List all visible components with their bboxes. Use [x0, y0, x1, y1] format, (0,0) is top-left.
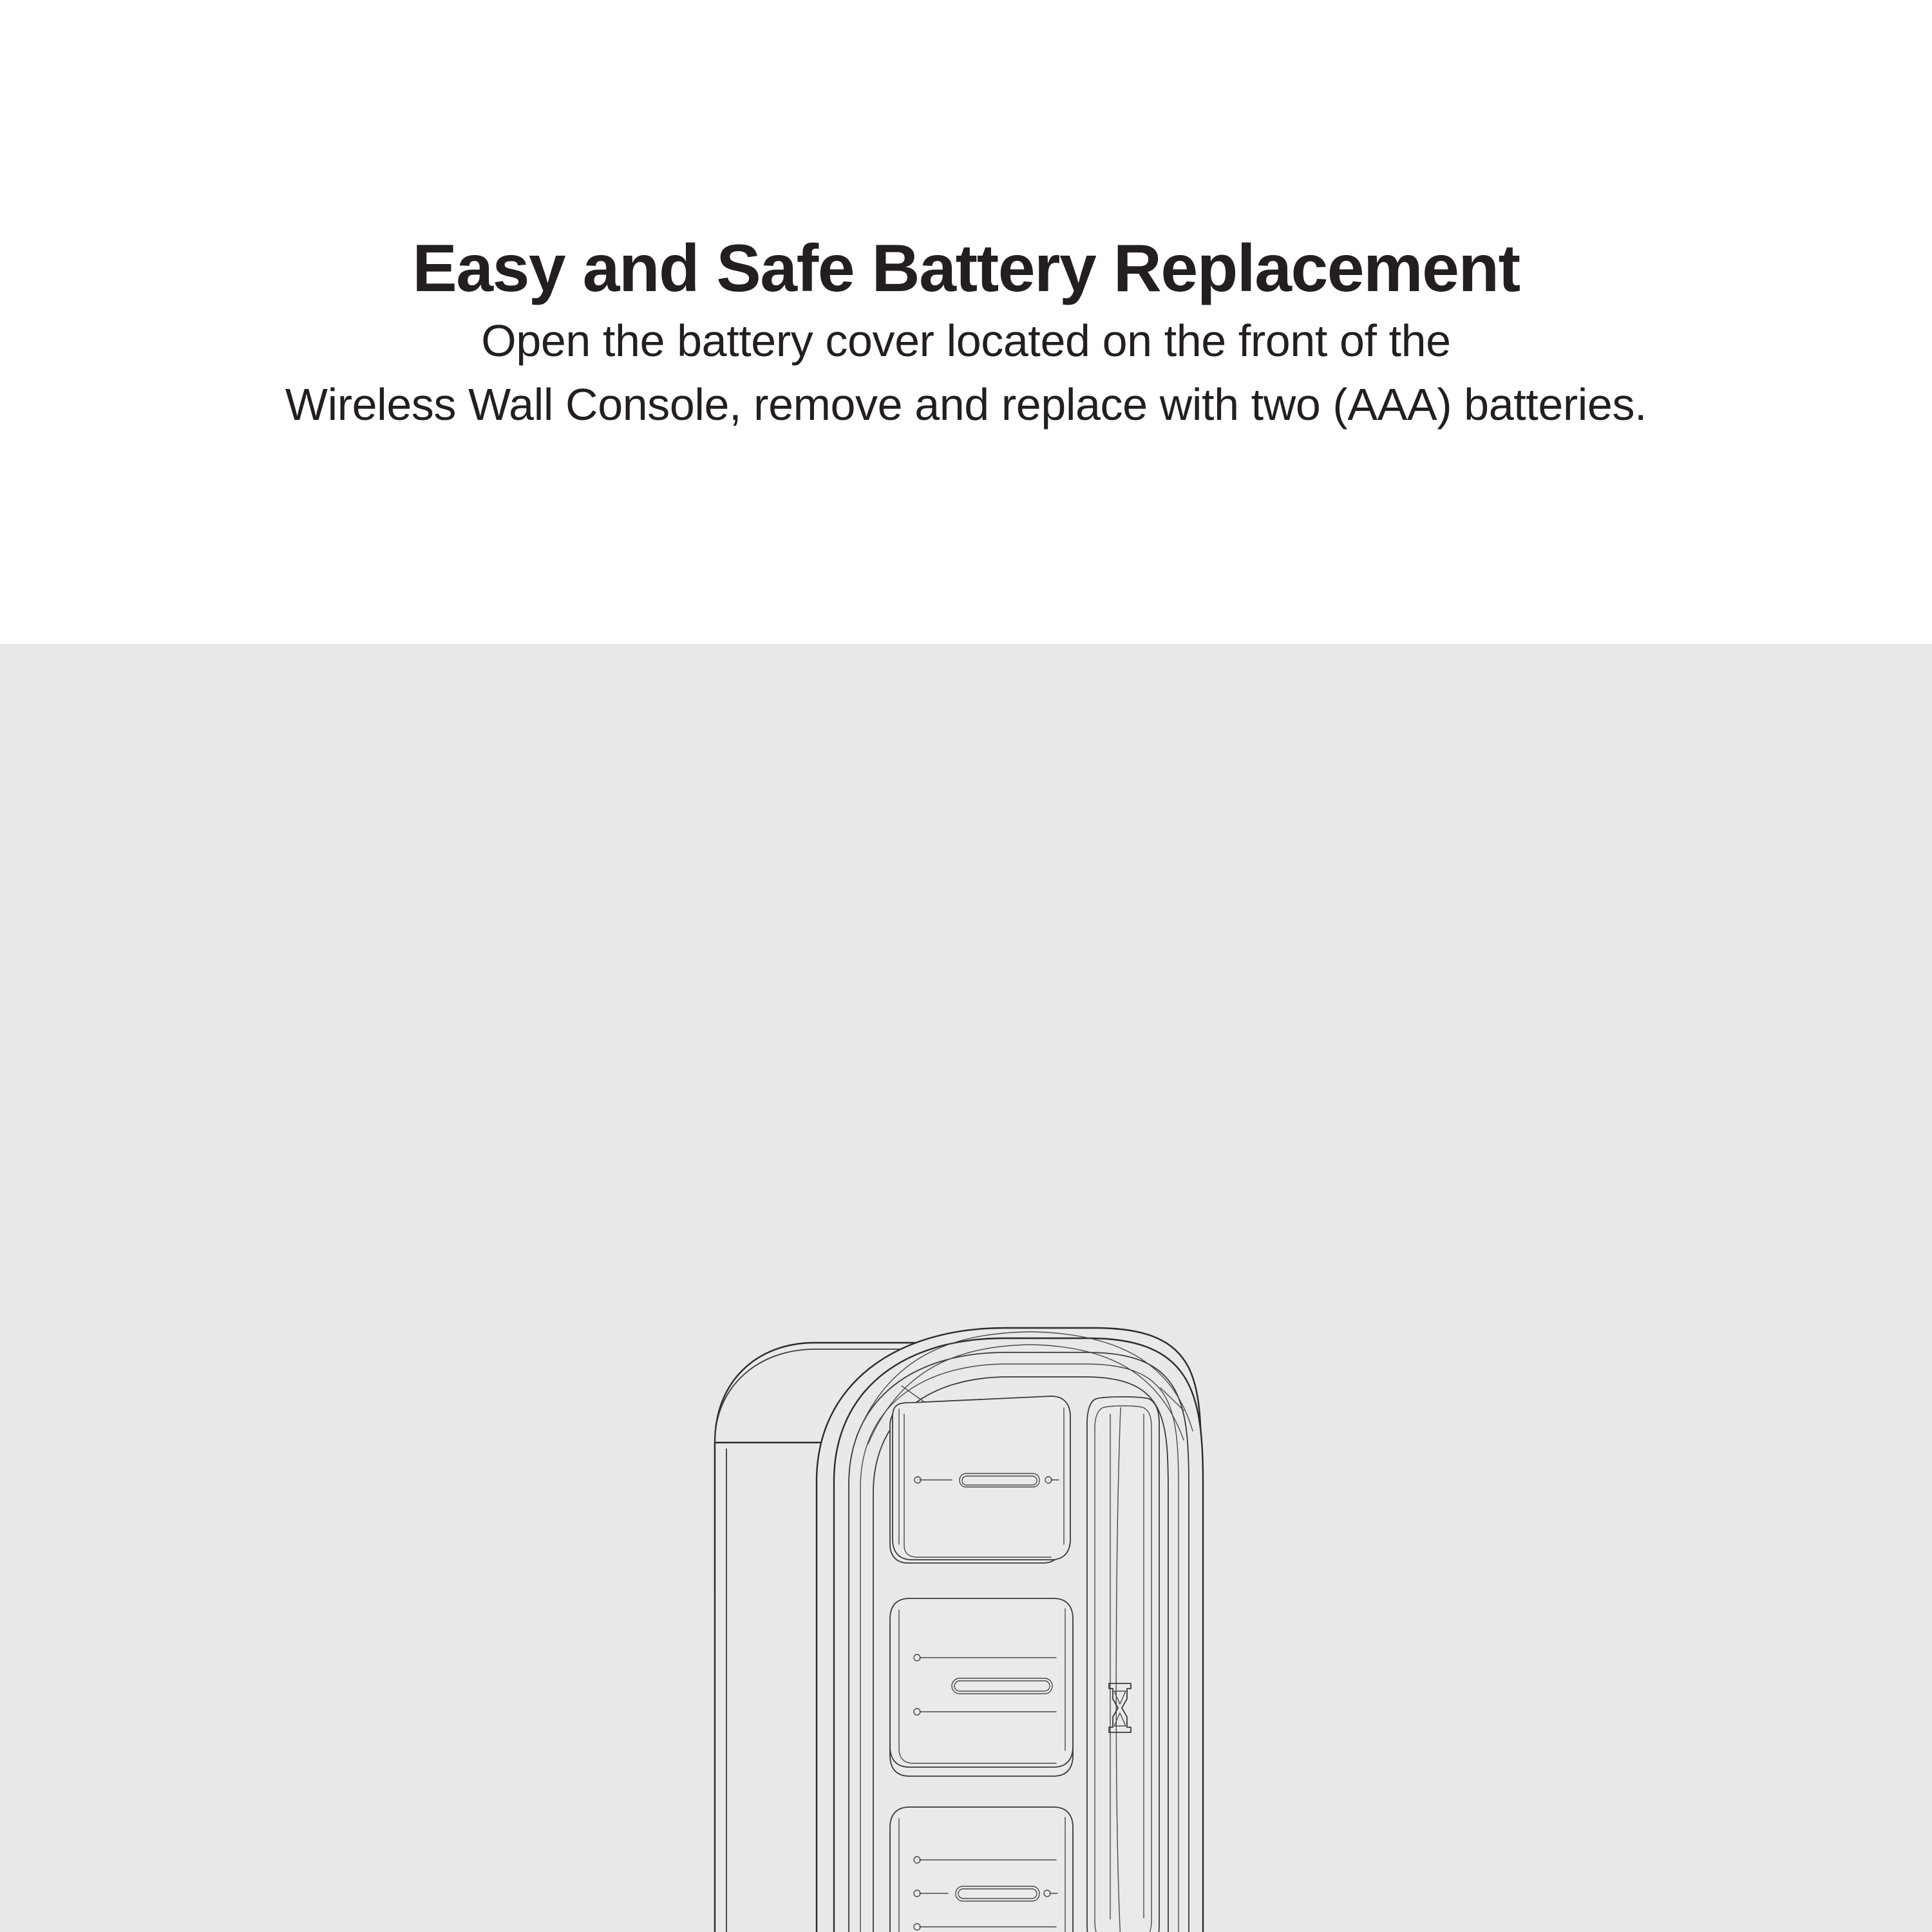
page-subtitle-line-2: Wireless Wall Console, remove and replac…	[285, 379, 1647, 430]
button-middle-glyph	[913, 1654, 1057, 1716]
page-subtitle: Open the battery cover located on the fr…	[0, 309, 1932, 437]
wireless-wall-console	[714, 1327, 1204, 1932]
hourglass-icon	[1108, 1683, 1132, 1733]
button-top-glyph	[914, 1473, 1059, 1488]
page-subtitle-line-1: Open the battery cover located on the fr…	[481, 316, 1451, 366]
illustration-section	[0, 644, 1932, 1932]
battery-replacement-diagram	[714, 1327, 1204, 1932]
console-button-bottom[interactable]	[889, 1806, 1074, 1932]
header-section: Easy and Safe Battery Replacement Open t…	[0, 0, 1932, 644]
console-button-top[interactable]	[889, 1396, 1071, 1564]
console-side-bar[interactable]	[1086, 1396, 1160, 1932]
page-title: Easy and Safe Battery Replacement	[412, 231, 1520, 306]
button-bottom-glyph	[913, 1856, 1058, 1931]
console-button-middle[interactable]	[889, 1598, 1074, 1777]
